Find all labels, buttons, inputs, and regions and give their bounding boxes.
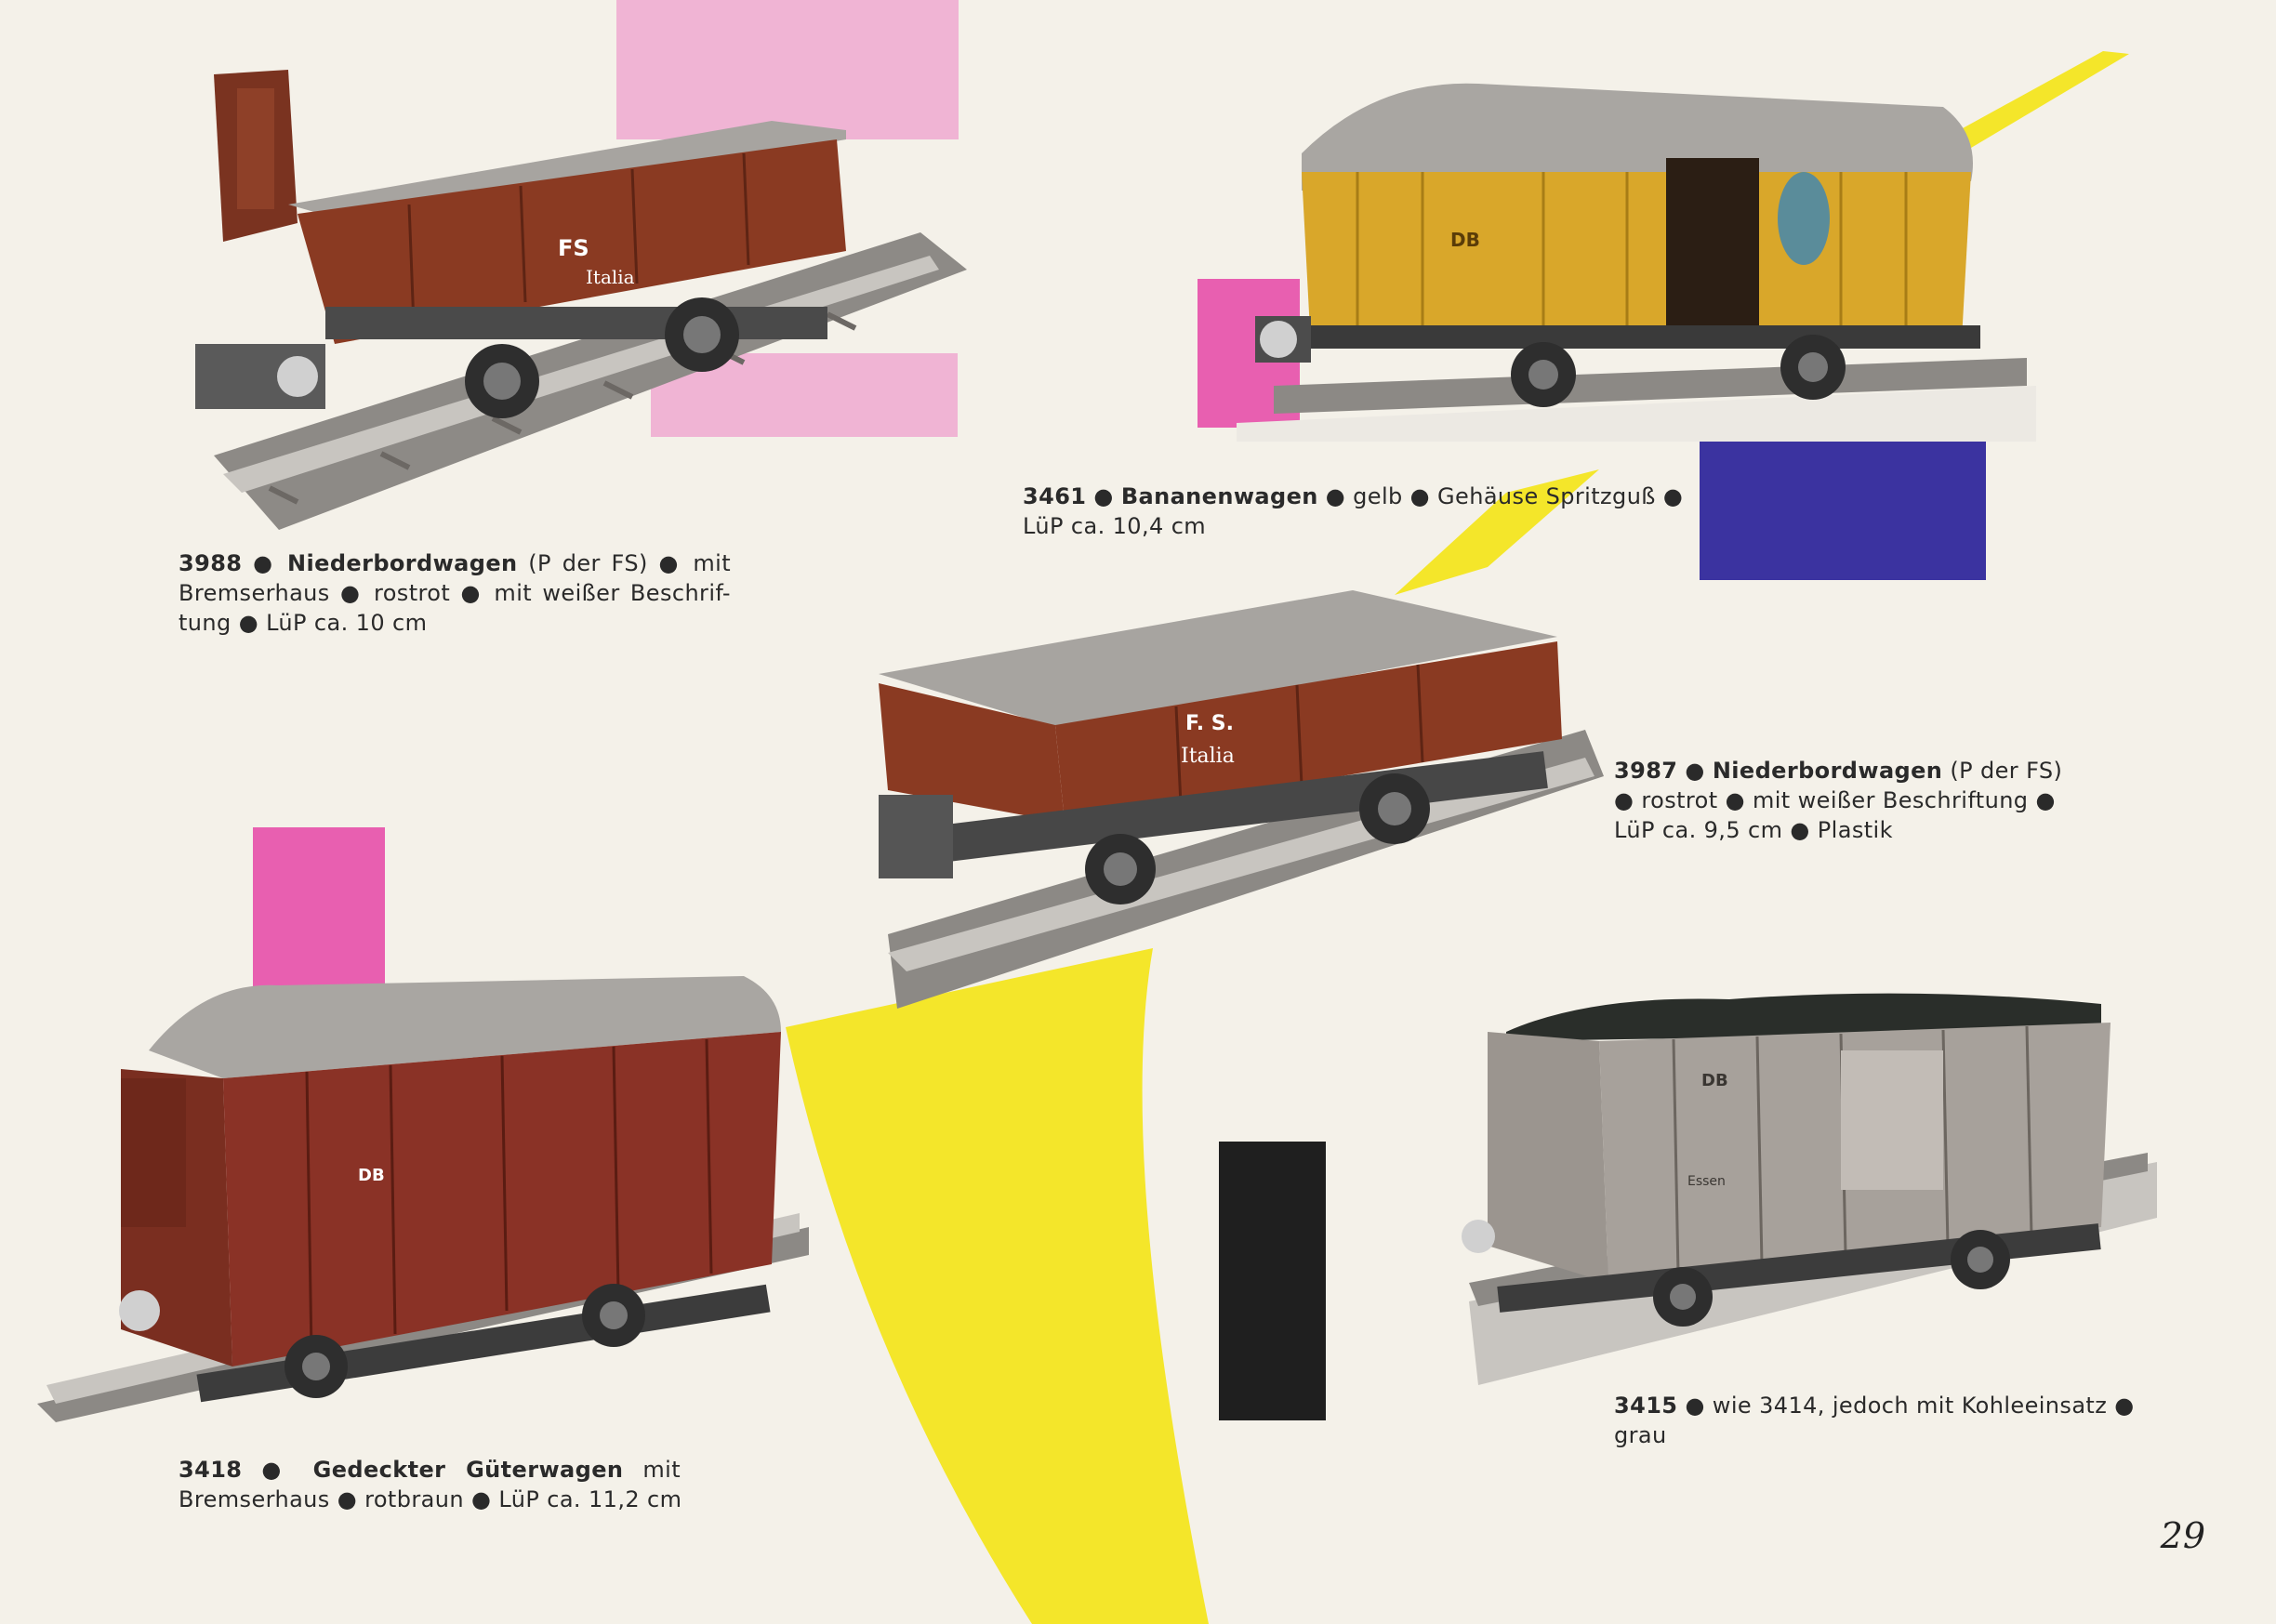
caption-3988-line-1-rest: (P der FS) ● mit [528,550,732,576]
item-number: 3987 [1614,758,1678,784]
black-bar [1219,1142,1326,1420]
caption-3987-line-2: ● rostrot ● mit weißer Beschriftung ● [1614,787,2056,813]
caption-3418: 3418 ● Gedeckter Güterwagen mit Bremserh… [179,1455,681,1514]
caption-3987-line-3: LüP ca. 9,5 cm ● Plastik [1614,817,1893,843]
car-marking-3415-essen: Essen [1687,1174,1726,1189]
blue-block [1700,439,1986,580]
caption-3988-line-1: 3988 ● Niederbordwagen (P der FS) ● mit [179,550,732,576]
caption-3461-line-1: 3461 ● Bananenwagen ● gelb ● Gehäuse Spr… [1023,483,1684,509]
car-marking-3415-db: DB [1701,1071,1728,1090]
caption-3987-line-1-rest: (P der FS) [1950,758,2063,784]
wagon-photo-3418: DB [37,976,809,1422]
item-number: 3988 [179,550,243,576]
car-marking-3987-fs: F. S. [1185,712,1234,735]
page-number: 29 [2160,1515,2205,1556]
caption-3418-line-2: Bremserhaus ● rotbraun ● LüP ca. 11,2 cm [179,1486,682,1512]
caption-3987-line-1: 3987 ● Niederbordwagen (P der FS) [1614,758,2063,784]
pink-block-top [616,0,959,139]
caption-3418-line-1-rest: mit [642,1457,681,1483]
magenta-block-lower [253,827,385,1004]
item-number: 3418 [179,1457,243,1483]
wagon-photo-3988: FS Italia [195,70,967,530]
caption-3415-line-2: grau [1614,1422,1667,1448]
yellow-fan [786,948,1209,1624]
caption-3415: 3415 ● wie 3414, jedoch mit Kohleeinsatz… [1614,1391,2135,1450]
car-marking-3988-italia: Italia [586,266,635,288]
wagon-photo-3987: F. S. Italia [879,590,1604,1009]
caption-3987: 3987 ● Niederbordwagen (P der FS) ● rost… [1614,756,2097,845]
caption-3461-line-1-rest: ● gelb ● Gehäuse Spritzguß ● [1325,483,1684,509]
yellow-ray-middle [1395,469,1599,595]
caption-3415-line-1: 3415 ● wie 3414, jedoch mit Kohleeinsatz… [1614,1391,2135,1420]
caption-3988: 3988 ● Niederbordwagen (P der FS) ● mit … [179,548,731,638]
item-name: Gedeckter Güterwagen [312,1457,624,1483]
item-number: 3461 [1023,483,1087,509]
caption-3988-line-2: Bremserhaus ● rostrot ● mit weißer Besch… [179,580,731,606]
car-marking-3988-fs: FS [558,235,589,261]
car-marking-3987-italia: Italia [1181,745,1235,768]
caption-3418-line-1: 3418 ● Gedeckter Güterwagen mit [179,1457,681,1483]
caption-3461: 3461 ● Bananenwagen ● gelb ● Gehäuse Spr… [1023,482,1683,541]
yellow-ray-top [1934,51,2129,153]
item-name: Bananenwagen [1120,483,1318,509]
wagon-photo-3461: DB [1237,83,2036,442]
item-name: Niederbordwagen [1712,758,1943,784]
car-marking-3461-db: DB [1450,229,1480,251]
item-number: 3415 [1614,1393,1678,1419]
car-marking-3418-db: DB [358,1166,385,1185]
caption-3415-line-1-rest: ● wie 3414, jedoch mit Kohleeinsatz ● [1685,1393,2135,1419]
caption-3461-line-2: LüP ca. 10,4 cm [1023,513,1207,539]
caption-3988-line-3: tung ● LüP ca. 10 cm [179,610,428,636]
wagon-photo-3415: DB Essen [1462,993,2157,1385]
item-name: Niederbordwagen [287,550,518,576]
